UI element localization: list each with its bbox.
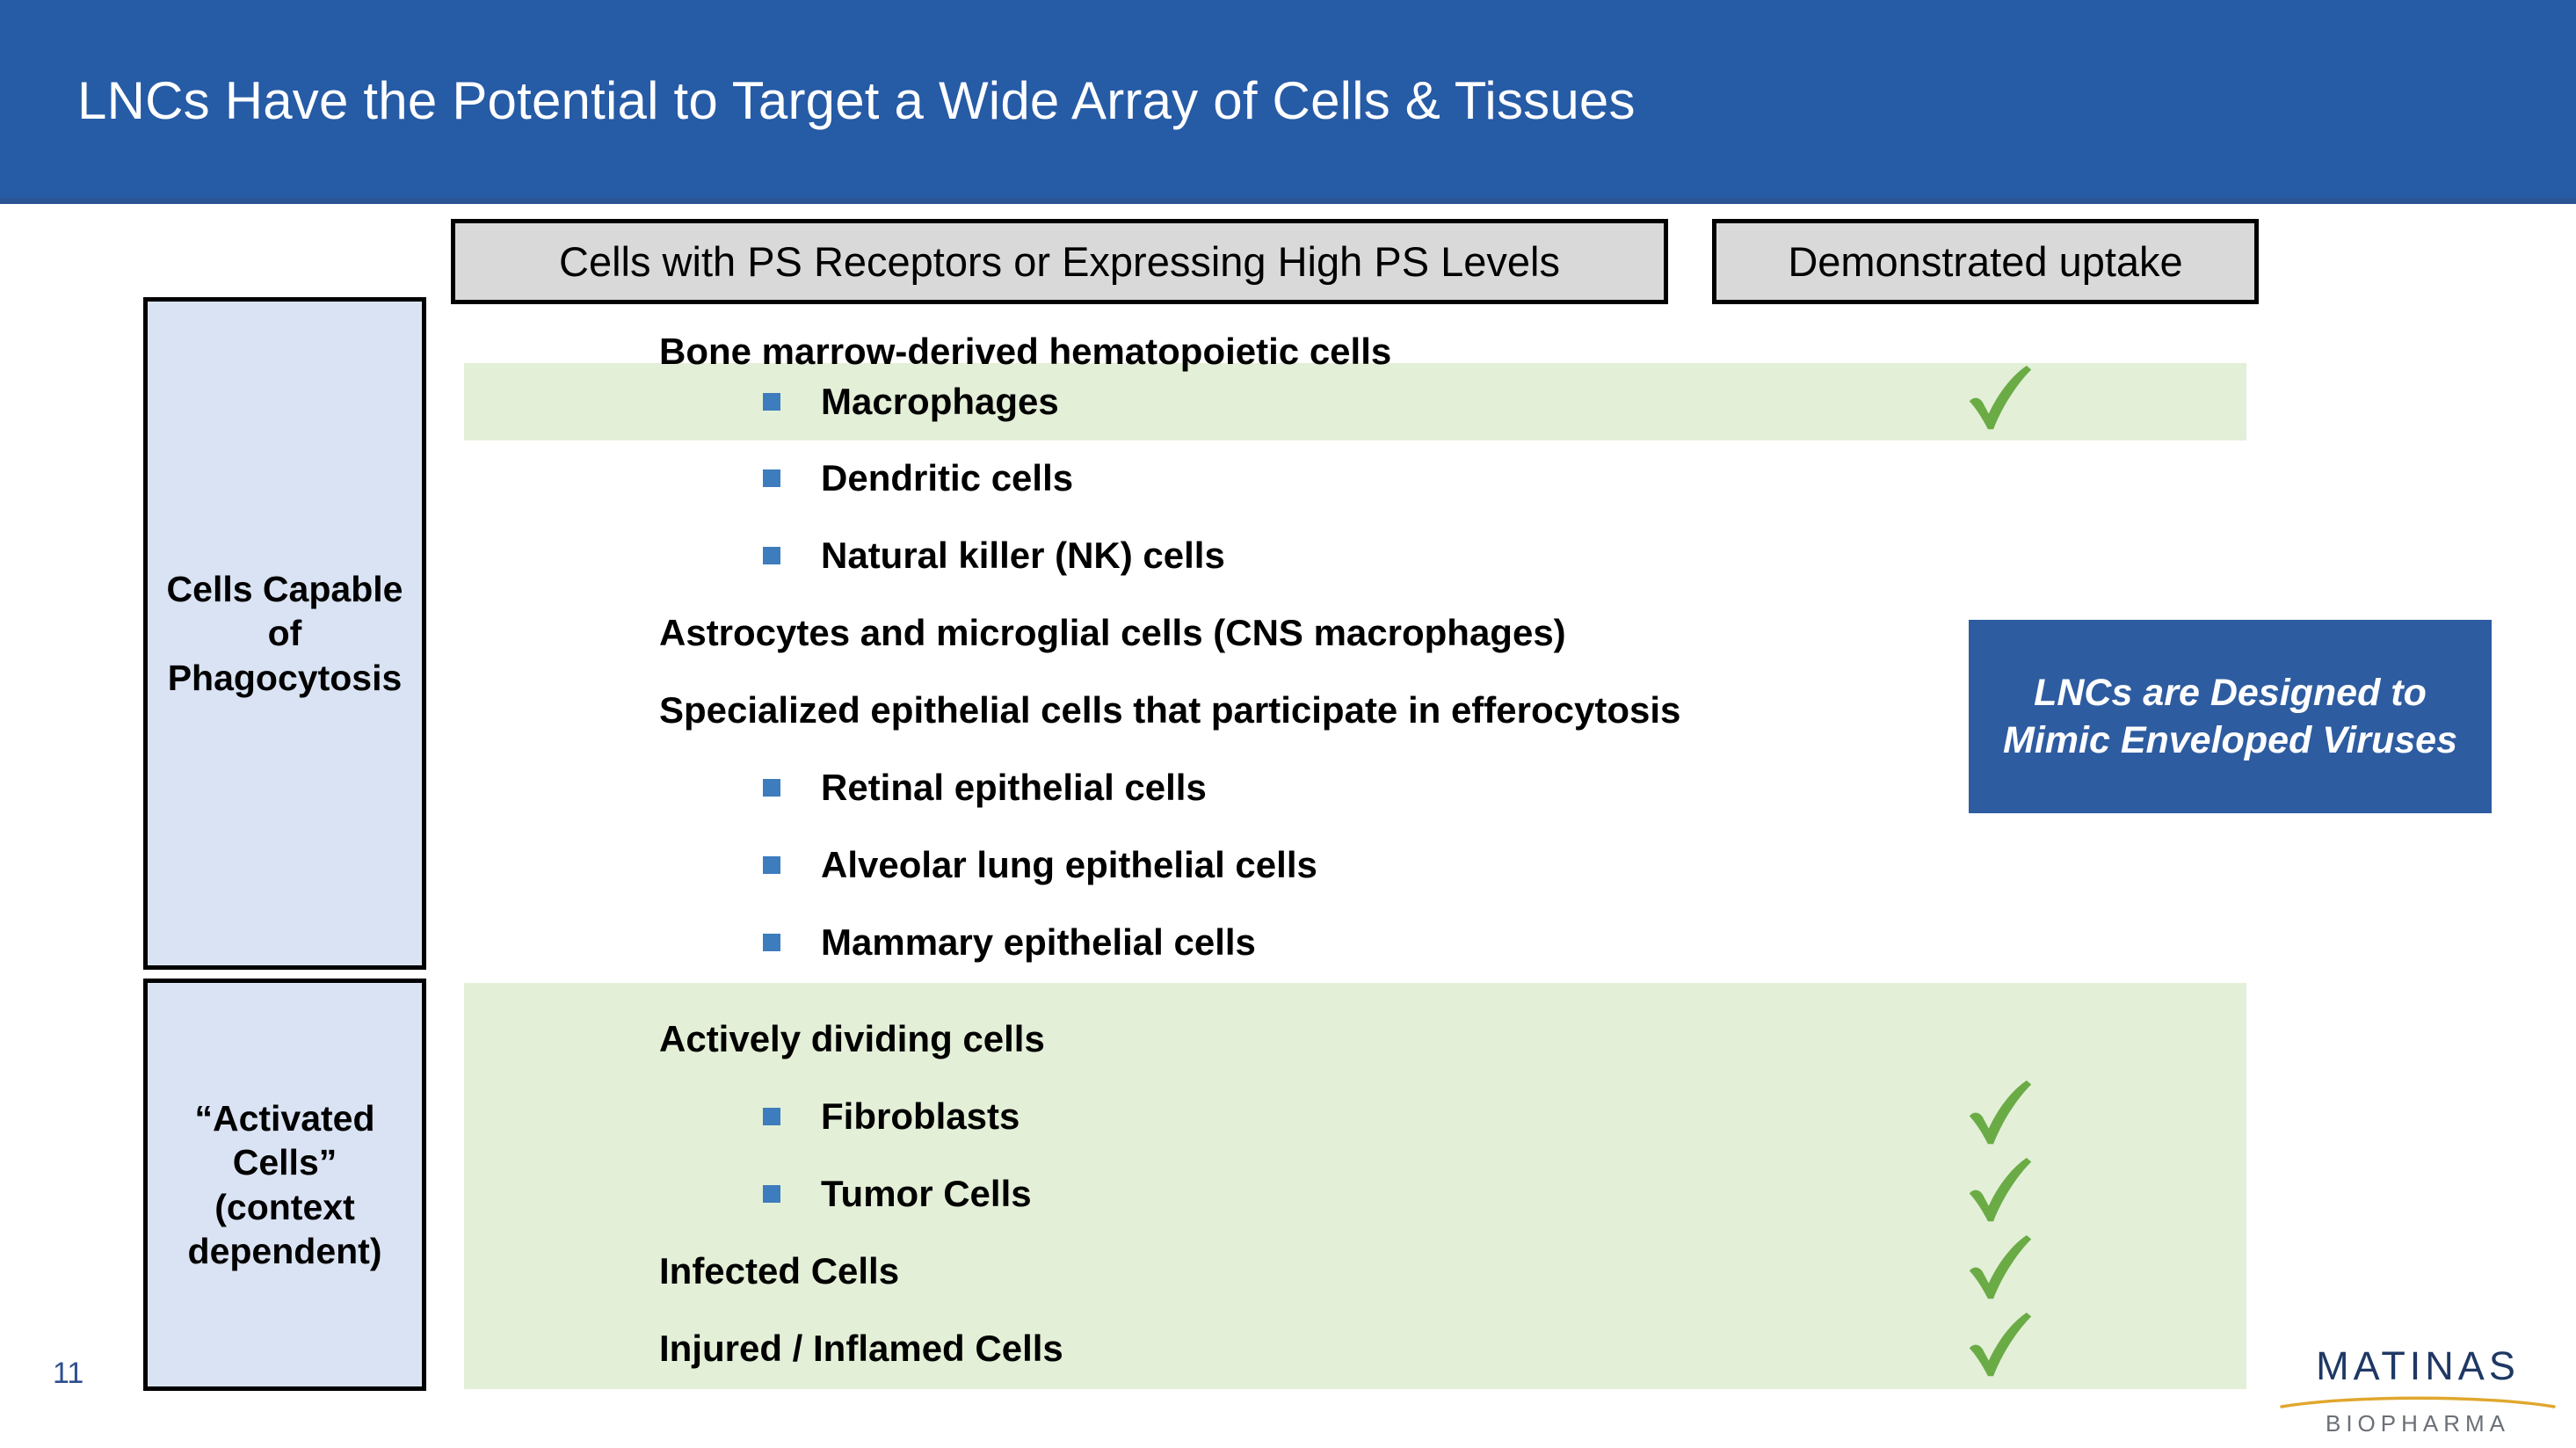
list-item: Fibroblasts	[763, 1078, 1020, 1155]
list-item-label: Bone marrow-derived hematopoietic cells	[659, 331, 1392, 372]
square-bullet-icon	[763, 1185, 780, 1203]
logo-wordmark: MATINAS	[2316, 1343, 2520, 1388]
square-bullet-icon	[763, 856, 780, 874]
square-bullet-icon	[763, 1108, 780, 1125]
list-item-label: Retinal epithelial cells	[821, 767, 1207, 808]
check-mark-icon	[1962, 1229, 2039, 1306]
list-item: Specialized epithelial cells that partic…	[659, 672, 1680, 749]
callout-box: LNCs are Designed to Mimic Enveloped Vir…	[1969, 620, 2492, 813]
list-item-label: Alveolar lung epithelial cells	[821, 844, 1317, 885]
square-bullet-icon	[763, 779, 780, 797]
square-bullet-icon	[763, 469, 780, 487]
check-mark-icon	[1962, 1074, 2039, 1152]
list-item-label: Astrocytes and microglial cells (CNS mac…	[659, 612, 1566, 653]
list-item-label: Infected Cells	[659, 1250, 900, 1292]
list-item: Bone marrow-derived hematopoietic cells	[659, 313, 1391, 390]
matinas-biopharma-logo: MATINAS BIOPHARMA	[2273, 1343, 2563, 1442]
list-item: Alveolar lung epithelial cells	[763, 826, 1317, 904]
list-item: Tumor Cells	[763, 1155, 1032, 1233]
list-item-label: Specialized epithelial cells that partic…	[659, 689, 1681, 731]
list-item: Retinal epithelial cells	[763, 749, 1207, 826]
list-item-label: Injured / Inflamed Cells	[659, 1328, 1063, 1369]
title-banner	[0, 0, 2576, 198]
logo-subtitle: BIOPHARMA	[2325, 1410, 2511, 1437]
page-number: 11	[53, 1357, 84, 1390]
list-item: Macrophages	[763, 363, 1059, 440]
logo-arc-icon	[2280, 1396, 2556, 1408]
page-title: LNCs Have the Potential to Target a Wide…	[77, 71, 1636, 130]
square-bullet-icon	[763, 393, 780, 411]
list-item: Natural killer (NK) cells	[763, 517, 1225, 594]
check-mark-icon	[1962, 1152, 2039, 1229]
list-item: Astrocytes and microglial cells (CNS mac…	[659, 594, 1566, 672]
list-item: Actively dividing cells	[659, 1001, 1045, 1078]
list-item-label: Actively dividing cells	[659, 1018, 1045, 1059]
list-item-label: Natural killer (NK) cells	[821, 535, 1225, 576]
list-item-label: Dendritic cells	[821, 457, 1074, 498]
list-item-label: Macrophages	[821, 381, 1059, 422]
list-item-label: Fibroblasts	[821, 1095, 1020, 1137]
list-item: Infected Cells	[659, 1233, 899, 1310]
list-item-label: Tumor Cells	[821, 1173, 1032, 1214]
highlight-band-activated-cells	[464, 983, 2246, 1389]
column-header-ps-receptors: Cells with PS Receptors or Expressing Hi…	[451, 219, 1668, 304]
callout-text: LNCs are Designed to Mimic Enveloped Vir…	[2003, 671, 2457, 761]
list-item: Injured / Inflamed Cells	[659, 1310, 1063, 1387]
title-banner-edge	[0, 198, 2576, 204]
list-item: Mammary epithelial cells	[763, 904, 1256, 981]
list-item: Dendritic cells	[763, 440, 1073, 517]
check-mark-icon	[1962, 360, 2039, 437]
square-bullet-icon	[763, 934, 780, 951]
highlight-band-macrophages	[464, 363, 2246, 440]
column-header-demonstrated-uptake: Demonstrated uptake	[1712, 219, 2259, 304]
square-bullet-icon	[763, 547, 780, 564]
list-item-label: Mammary epithelial cells	[821, 921, 1256, 963]
check-mark-icon	[1962, 1306, 2039, 1384]
